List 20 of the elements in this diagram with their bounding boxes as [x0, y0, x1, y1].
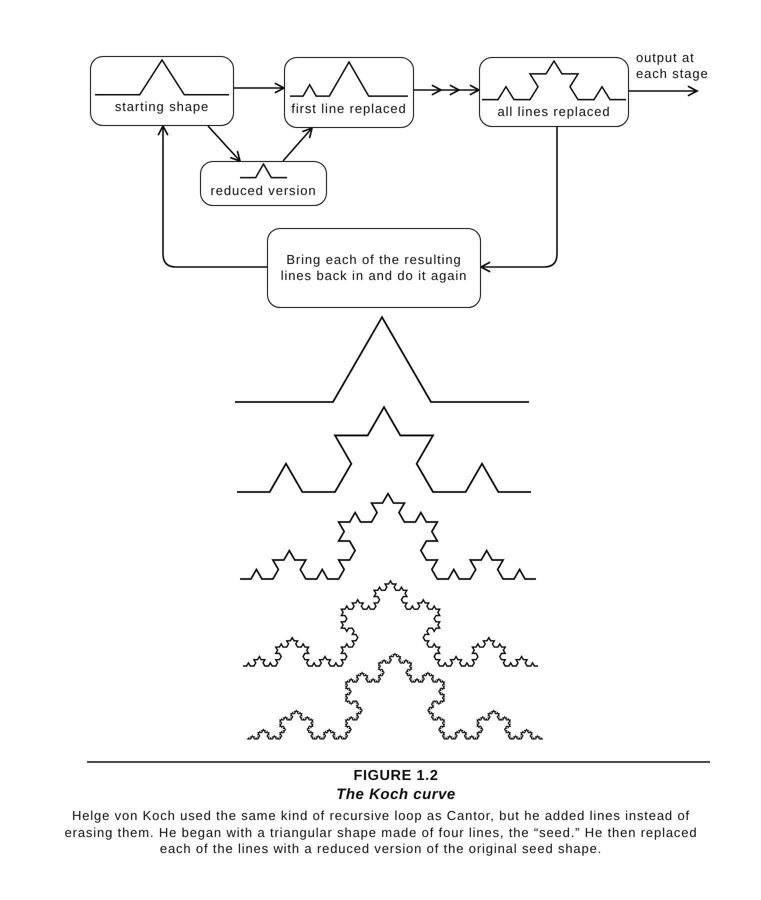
arrow: [158, 125, 267, 268]
figure-caption: Helge von Koch used the same kind of recursive loop as Cantor, but he added lines instead of erasing them. He began with a triangular shape made of four lines, the “seed.” He then replaced each of the lines with a reduced version of the original seed shape.: [64, 808, 698, 858]
process-box: [200, 161, 327, 206]
step-label: starting shape: [114, 98, 210, 115]
step-label: Bring each of the resulting lines back in and do it again: [280, 252, 468, 284]
arrow: [480, 127, 558, 272]
figure-subtitle: The Koch curve: [336, 786, 456, 804]
figure-title: FIGURE 1.2: [354, 768, 438, 785]
arrow: [629, 86, 698, 96]
arrow: [282, 127, 313, 162]
step-label: reduced version: [210, 182, 316, 199]
arrow: [234, 82, 285, 94]
arrow: [207, 125, 241, 162]
process-box: [479, 57, 629, 127]
arrow: [414, 84, 479, 96]
process-box: [284, 57, 414, 128]
process-box: [90, 56, 234, 126]
step-label: first line replaced: [291, 101, 407, 118]
process-box: [267, 228, 481, 308]
step-label: all lines replaced: [497, 104, 611, 120]
